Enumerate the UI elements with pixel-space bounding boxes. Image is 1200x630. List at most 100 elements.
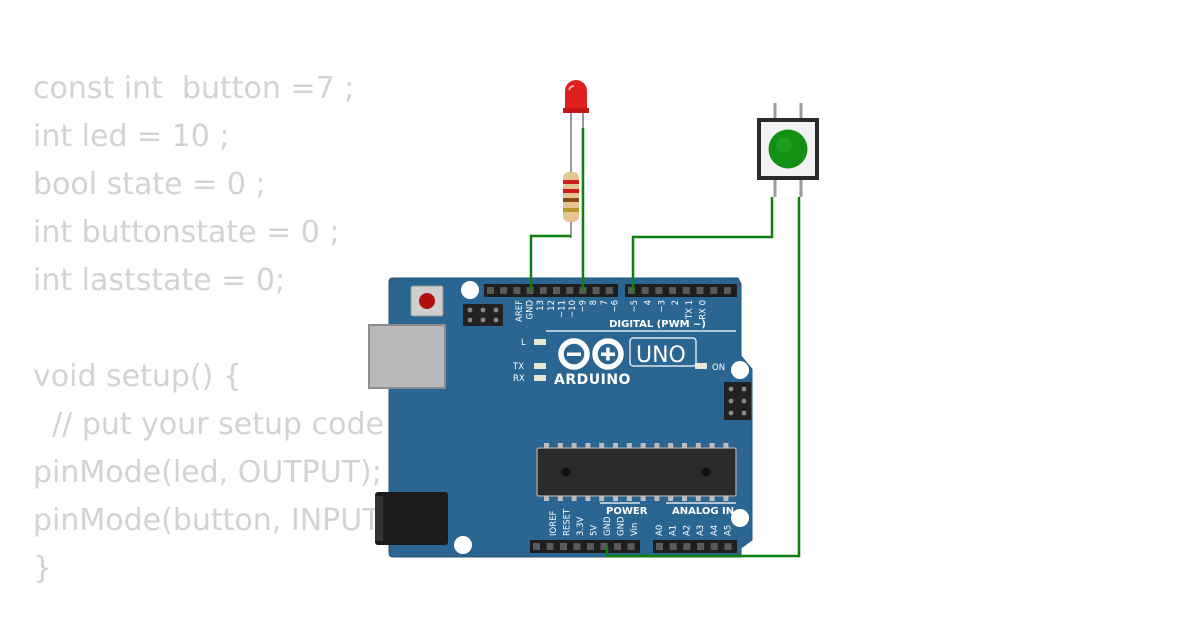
header-pin-hole	[560, 543, 567, 550]
pin-label: A3	[696, 525, 706, 536]
pin-label: 12	[547, 300, 557, 311]
chip-pin	[709, 443, 715, 448]
chip-pin	[682, 443, 687, 448]
chip-pin	[613, 496, 618, 501]
header-pin-hole	[566, 287, 574, 294]
header-pin-hole	[696, 287, 704, 294]
digital-header-right	[625, 284, 737, 297]
chip-pin	[668, 443, 674, 448]
wires	[529, 128, 801, 558]
pin-label: 5V	[590, 525, 600, 536]
pin-label: 4	[644, 300, 654, 305]
chip-pin	[654, 496, 660, 501]
code-listing: const int button =7 ;int led = 10 ;bool …	[33, 65, 384, 593]
pin-label: ~10	[568, 300, 578, 318]
analog-label: ANALOG IN	[672, 506, 734, 517]
pin-label: A2	[682, 525, 692, 536]
code-line: pinMode(led, OUTPUT);	[33, 455, 382, 490]
chip-pin	[682, 496, 687, 501]
chip-pin	[695, 496, 701, 501]
header-pin-hole	[724, 543, 732, 550]
led-l-indicator	[534, 339, 546, 345]
header-pin-hole	[683, 543, 691, 550]
mounting-hole	[454, 536, 472, 554]
code-line: int laststate = 0;	[33, 263, 286, 298]
pin-label: TX 1	[685, 300, 695, 320]
pin-label: 7	[600, 300, 610, 305]
chip-pin	[599, 496, 605, 501]
header-pin-hole	[628, 287, 635, 294]
chip-pin	[723, 443, 729, 448]
pin-label: 13	[536, 300, 546, 311]
led-tx-label: TX	[512, 362, 524, 372]
header-pin-hole	[710, 287, 718, 294]
code-line: int led = 10 ;	[33, 119, 230, 154]
code-line: void setup() {	[33, 359, 242, 394]
power-label: POWER	[606, 506, 648, 517]
mounting-hole	[731, 361, 749, 379]
chip-pin	[557, 496, 563, 501]
chip-pin	[585, 443, 591, 448]
led-rx-label: RX	[513, 374, 525, 384]
pin-label: ~6	[610, 300, 620, 313]
chip-pin	[640, 443, 646, 448]
chip-pin	[626, 496, 632, 501]
red-led[interactable]	[563, 80, 589, 128]
pin-label: ~9	[579, 300, 589, 313]
header-pin-hole	[553, 287, 560, 294]
header-pin-hole	[641, 287, 649, 294]
model-label-box	[629, 337, 697, 367]
pin-label: GND	[617, 516, 627, 536]
header-pin-hole	[655, 287, 663, 294]
pin-label: 3.3V	[576, 516, 586, 536]
digital-header-label: DIGITAL (PWM ~)	[609, 319, 706, 330]
header-pin-hole	[573, 543, 581, 550]
chip-pin	[626, 443, 632, 448]
header-pin-hole	[614, 543, 621, 550]
mounting-hole	[461, 281, 479, 299]
pin-label: RX 0	[699, 300, 709, 320]
header-pin-hole	[533, 543, 540, 550]
led-on-label: ON	[712, 363, 725, 373]
chip-pin	[585, 496, 591, 501]
led-tx-indicator	[534, 363, 546, 369]
header-pin-hole	[546, 543, 554, 550]
power-header	[530, 540, 640, 553]
header-pin-hole	[605, 287, 613, 294]
brand-label: ARDUINO	[554, 372, 631, 388]
pin-label: ~5	[630, 300, 640, 313]
chip-pin	[544, 443, 549, 448]
resistor[interactable]	[563, 128, 579, 238]
pin-label: ~11	[557, 300, 567, 318]
chip-pin	[571, 496, 577, 501]
pin-label: IOREF	[549, 511, 559, 536]
pin-label: A5	[724, 525, 734, 536]
header-pin-hole	[656, 543, 663, 550]
led-rx-indicator	[534, 375, 546, 381]
pin-label: 8	[589, 300, 599, 305]
chip-pin	[723, 496, 729, 501]
pin-label: Vin	[630, 523, 640, 536]
header-pin-hole	[592, 287, 600, 294]
header-pin-hole	[682, 287, 690, 294]
chip-pin	[668, 496, 674, 501]
pin-label: GND	[526, 300, 536, 320]
wire-resistor-to-gnd	[529, 234, 571, 292]
push-button[interactable]	[757, 103, 819, 197]
led-on-indicator	[695, 363, 707, 369]
pin-label: A0	[655, 525, 665, 536]
pin-label: 2	[671, 300, 681, 305]
analog-header	[653, 540, 737, 553]
code-line: bool state = 0 ;	[33, 167, 266, 202]
header-pin-hole	[669, 287, 677, 294]
reset-button[interactable]	[410, 285, 444, 317]
power-jack	[375, 492, 448, 545]
arduino-logo	[558, 338, 624, 370]
model-label: UNO	[636, 343, 686, 368]
code-line: int buttonstate = 0 ;	[33, 215, 340, 250]
header-pin-hole	[513, 287, 521, 294]
microcontroller-chip	[536, 447, 737, 497]
header-pin-hole	[627, 543, 635, 550]
